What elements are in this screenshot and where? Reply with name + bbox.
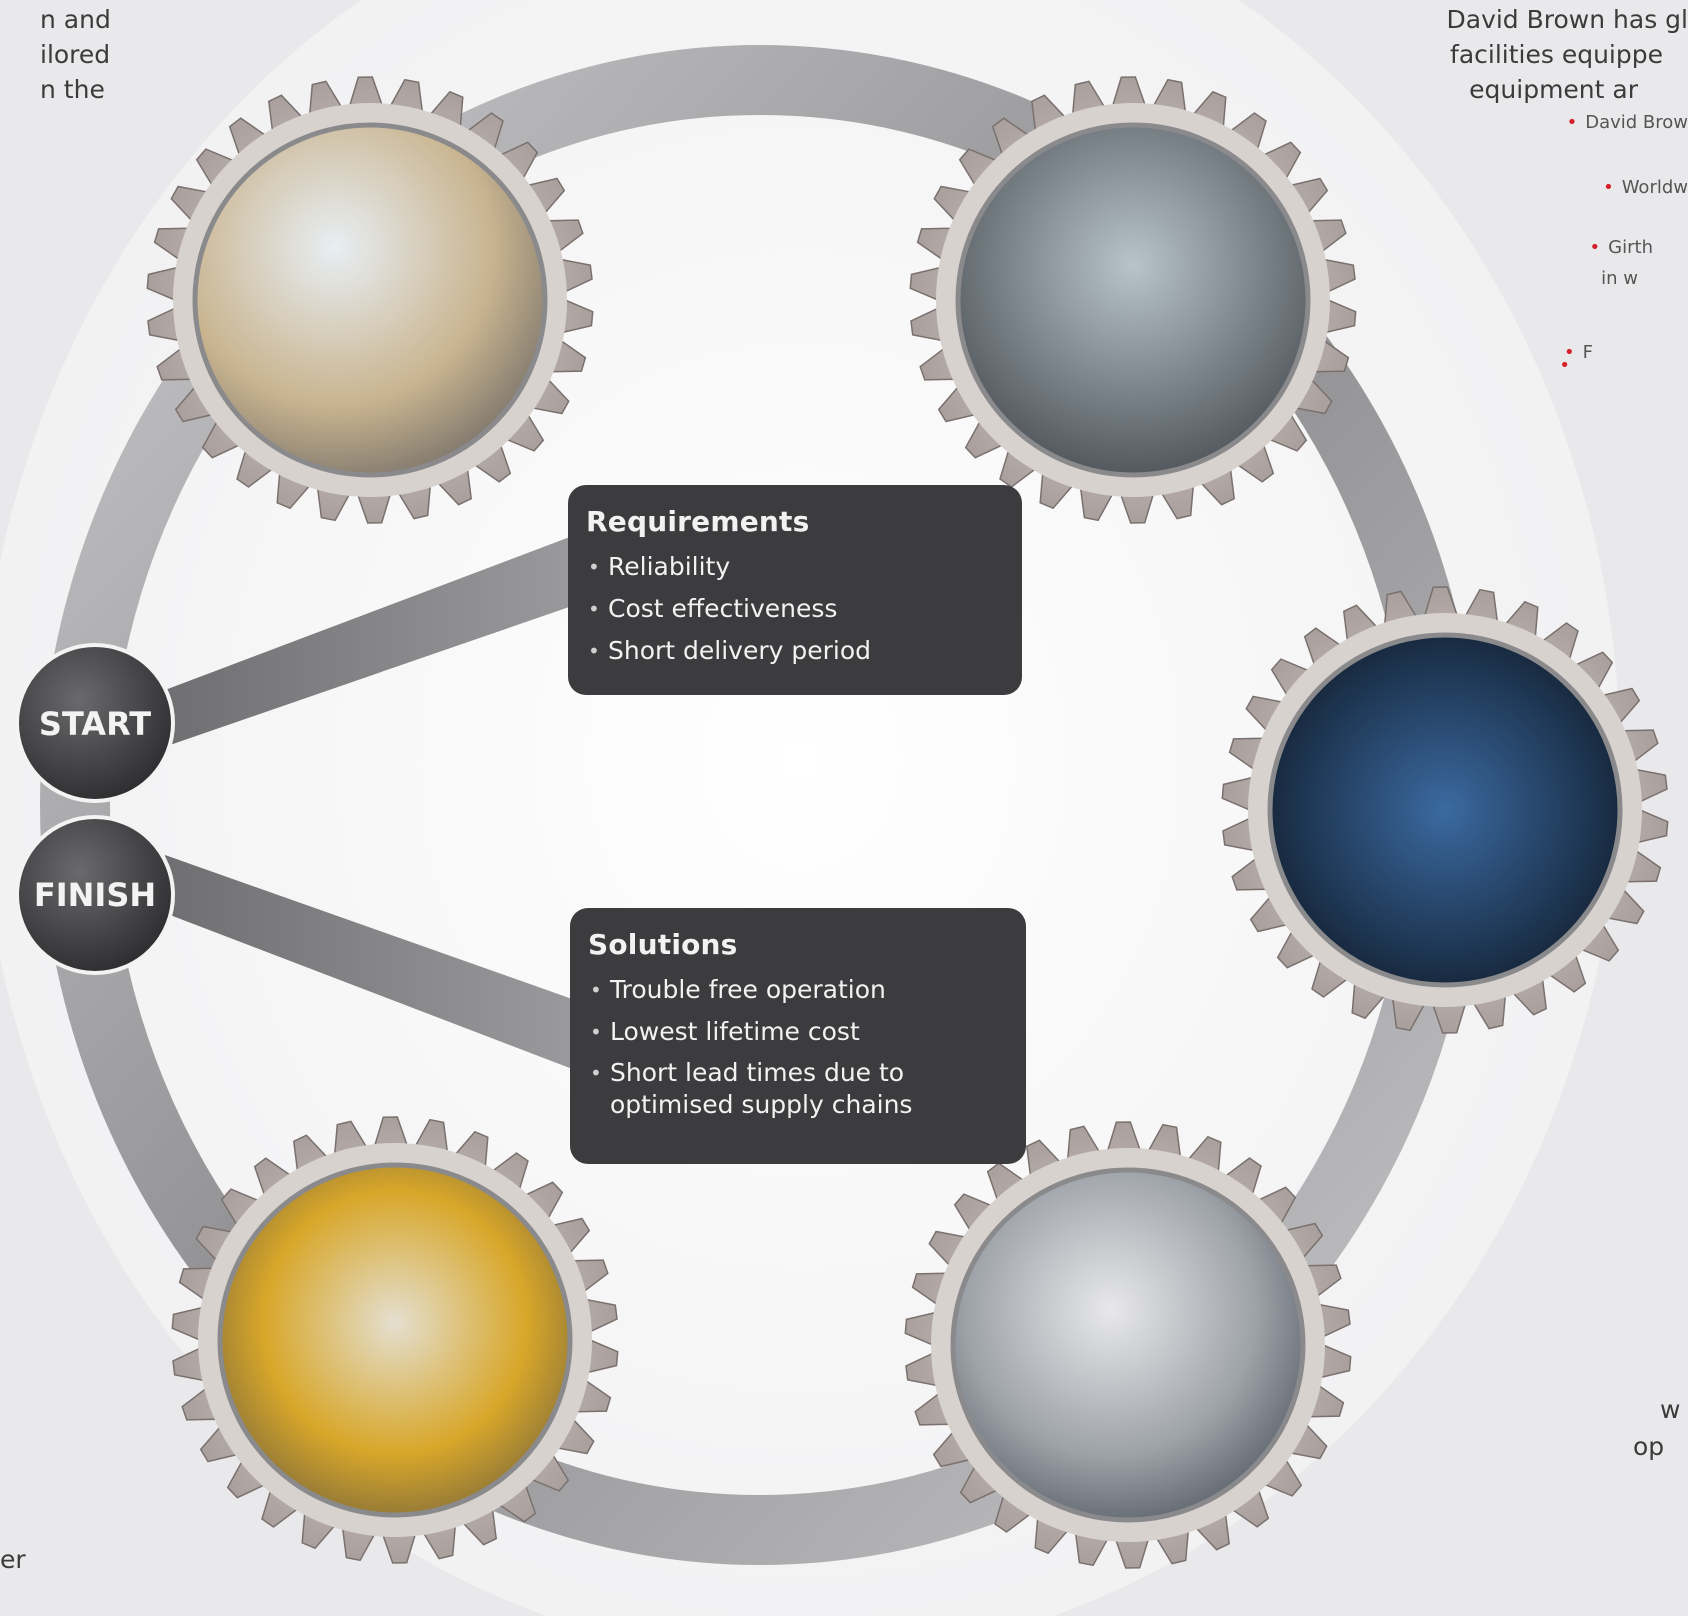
finish-node[interactable]: FINISH xyxy=(15,815,175,975)
right-bottom-text-2: op xyxy=(1633,1432,1665,1461)
right-bullet-text: F xyxy=(1582,342,1593,363)
gear-inspection xyxy=(904,1121,1352,1569)
bullet-dot: • xyxy=(1566,112,1578,133)
solutions-box: Solutions Trouble free operation Lowest … xyxy=(570,908,1026,1164)
gear-machining-center xyxy=(909,76,1357,524)
solutions-list: Trouble free operation Lowest lifetime c… xyxy=(588,973,1008,1121)
gear-photo-inspection xyxy=(950,1167,1306,1523)
left-intro-line: n the xyxy=(40,75,105,104)
right-bullet-item: • xyxy=(1559,355,1578,376)
right-bullet-item: • Girth xyxy=(1590,237,1653,258)
gear-design-office xyxy=(146,76,594,524)
gear-assembly xyxy=(171,1116,619,1564)
left-intro-line: ilored xyxy=(40,40,111,69)
gear-photo-assembly xyxy=(217,1162,573,1518)
start-label: START xyxy=(39,705,151,743)
left-intro-line: n and xyxy=(40,5,111,34)
solutions-title: Solutions xyxy=(588,928,738,961)
right-intro-line: facilities equippe xyxy=(1450,40,1663,69)
start-connector xyxy=(165,535,575,745)
bullet-dot: • xyxy=(1603,177,1614,198)
requirements-item: Short delivery period xyxy=(586,634,1004,668)
right-bullet-text: in w xyxy=(1601,268,1638,289)
gear-photo-machining-center xyxy=(955,122,1311,478)
solutions-item: Lowest lifetime cost xyxy=(588,1015,1008,1049)
right-intro-line: David Brown has gl xyxy=(1446,5,1688,34)
requirements-item: Cost effectiveness xyxy=(586,592,1004,626)
solutions-item: Short lead times due to optimised supply… xyxy=(588,1057,1008,1121)
right-bullet-continuation: in w xyxy=(1601,268,1638,289)
finish-connector xyxy=(165,855,575,1070)
left-bottom-text: er xyxy=(0,1545,26,1574)
requirements-box: Requirements Reliability Cost effectiven… xyxy=(568,485,1022,695)
right-bullet-text: Girth xyxy=(1608,237,1653,258)
left-intro-text: n and ilored n the xyxy=(0,2,111,107)
bullet-dot: • xyxy=(1589,237,1601,258)
right-bullet-text: Worldw xyxy=(1621,177,1688,198)
gear-gearbox xyxy=(1221,586,1669,1034)
right-bullet-text: David Brow xyxy=(1585,112,1688,133)
right-bullet-item: •F xyxy=(1564,342,1593,363)
gear-photo-gearbox xyxy=(1267,632,1623,988)
right-bullet-item: • Worldw xyxy=(1603,177,1688,198)
requirements-list: Reliability Cost effectiveness Short del… xyxy=(586,550,1004,668)
right-bullet-item: • David Brow xyxy=(1567,112,1688,133)
start-node[interactable]: START xyxy=(15,643,175,803)
right-intro-text: David Brown has gl facilities equippe eq… xyxy=(1447,2,1688,107)
right-intro-line: equipment ar xyxy=(1469,75,1638,104)
solutions-item: Trouble free operation xyxy=(588,973,1008,1007)
right-bottom-text-1: w xyxy=(1660,1395,1681,1424)
bullet-dot: • xyxy=(1559,355,1570,376)
bullet-dot: • xyxy=(1564,342,1575,363)
finish-label: FINISH xyxy=(34,876,156,914)
gear-photo-design-office xyxy=(192,122,548,478)
requirements-title: Requirements xyxy=(586,505,810,538)
requirements-item: Reliability xyxy=(586,550,1004,584)
